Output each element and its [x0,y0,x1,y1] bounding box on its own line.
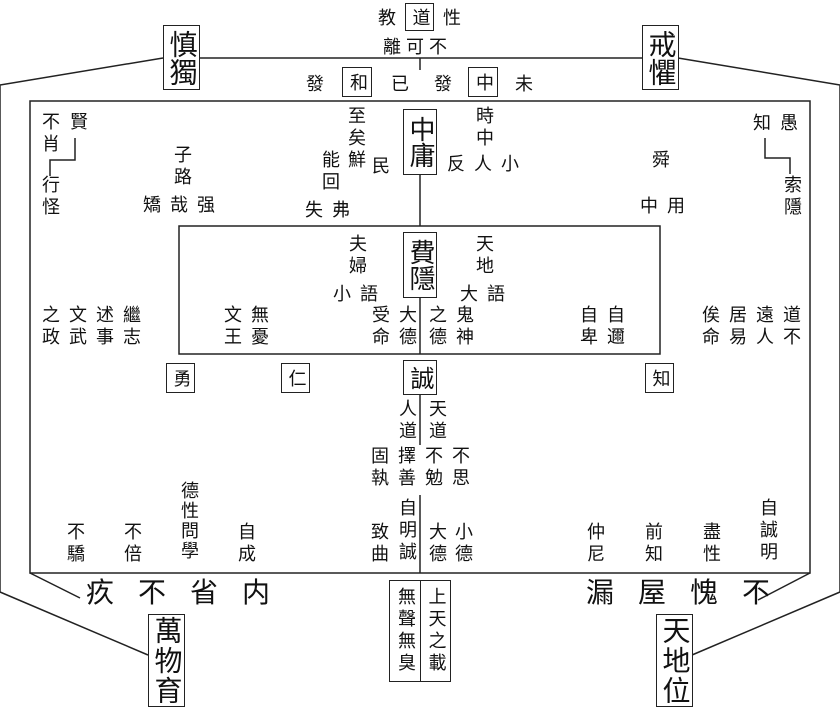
box-label: 戒懼 [644,29,678,86]
text-xing: 性 [443,8,461,29]
box-tiandi: 天地位 [656,614,693,707]
text-nenghui: 能回 [319,150,340,194]
box-label: 仁 [285,369,307,387]
text-bottom-left: 疚不省内 [86,576,295,609]
bracket-right [764,138,791,174]
text-jiao: 教 [378,8,396,29]
text-zhongyong: 中用 [640,196,694,217]
box-shangtian: 上天之載 [420,580,451,682]
text-dayu: 大語 [460,284,514,305]
box-label: 上天之載 [425,587,447,675]
box-cheng: 誠 [403,360,437,395]
text-likebu: 離可不 [383,37,452,58]
text-zilu: 子路 [171,145,192,189]
text-xingguai: 行怪 [39,175,60,219]
box-label: 勇 [170,369,192,387]
text-rendao: 人道 [396,399,417,443]
outer-frame-left [0,57,164,656]
text-zibei: 自邇 自卑 [577,305,625,349]
text-wei: 未 [515,74,533,95]
box-zhong: 中 [468,67,498,97]
text-siming: 道不 遠人 居易 俟命 [699,305,801,349]
text-shizhong: 時中 [473,106,494,150]
text-fa2: 發 [434,74,452,95]
box-label: 慎獨 [165,29,199,86]
box-label: 誠 [406,365,434,390]
text-zhongni: 仲尼 [584,522,605,566]
text-shifu: 失弗 [305,200,359,221]
text-fanren: 反人小 [447,154,528,175]
text-dexing: 德性問學 [178,481,199,561]
text-suoyin: 索隱 [781,175,802,219]
text-zhiyu: 知愚 [753,113,807,134]
box-label: 和 [347,73,368,91]
box-shendu: 慎獨 [163,25,200,90]
text-bubei: 不倍 [121,522,142,566]
box-wusheng: 無聲無臭 [389,580,421,682]
text-zicheng: 自成 [235,522,256,566]
text-yi: 已 [391,74,409,95]
box-label: 中 [473,73,494,91]
text-zimingcheng: 自明誠 [396,498,417,564]
box-label: 費隱 [405,239,435,291]
box-label: 萬物育 [150,615,184,706]
text-zhiqu: 致曲 [368,522,389,566]
text-min: 民 [372,156,390,177]
text-tiandi: 天地 [473,234,494,278]
box-label: 知 [649,369,671,387]
text-xiaoyu: 小語 [333,284,387,305]
text-xian: 賢 [67,112,88,134]
box-yong: 勇 [166,363,195,393]
text-jinxing: 盡性 [700,522,721,566]
box-label: 中庸 [405,116,435,168]
box-zhongyong: 中庸 [403,109,437,175]
text-tiandao: 天道 [426,399,447,443]
text-guishen: 鬼神 之德 [426,305,474,349]
box-label: 道 [409,8,431,26]
box-ren: 仁 [281,363,310,393]
text-jiaozai: 矯哉强 [143,195,224,216]
box-he: 和 [342,67,372,97]
text-xiaode: 小德 [452,522,473,566]
text-fufu: 夫婦 [346,234,367,278]
text-buxiao: 不肖 [39,112,60,156]
text-qianzhi: 前知 [642,522,663,566]
box-feiyin: 費隱 [403,232,437,298]
text-zhiyi: 至矣鮮 [345,106,366,172]
text-shun: 舜 [652,150,670,171]
text-bujiao: 不驕 [64,522,85,566]
bracket-left [49,138,76,176]
outer-frame-right [677,57,840,656]
box-label: 無聲無臭 [395,587,416,675]
text-guzhi: 不思 不勉 擇善 固執 [368,446,470,490]
text-dade: 大德 [426,522,447,566]
text-bottom-right: 漏屋愧不 [586,576,795,609]
box-dao: 道 [405,3,434,31]
text-wenwang: 無憂 文王 [221,305,269,349]
box-label: 天地位 [658,615,692,706]
text-fa1: 發 [306,74,324,95]
text-jizhi: 繼志 述事 文武 之政 [39,305,141,349]
box-zhi: 知 [645,363,674,393]
box-wanwu: 萬物育 [148,614,185,707]
text-zichengming: 自誠明 [757,498,778,564]
box-jieju: 戒懼 [642,25,679,90]
text-shouming: 大德 受命 [369,305,417,349]
